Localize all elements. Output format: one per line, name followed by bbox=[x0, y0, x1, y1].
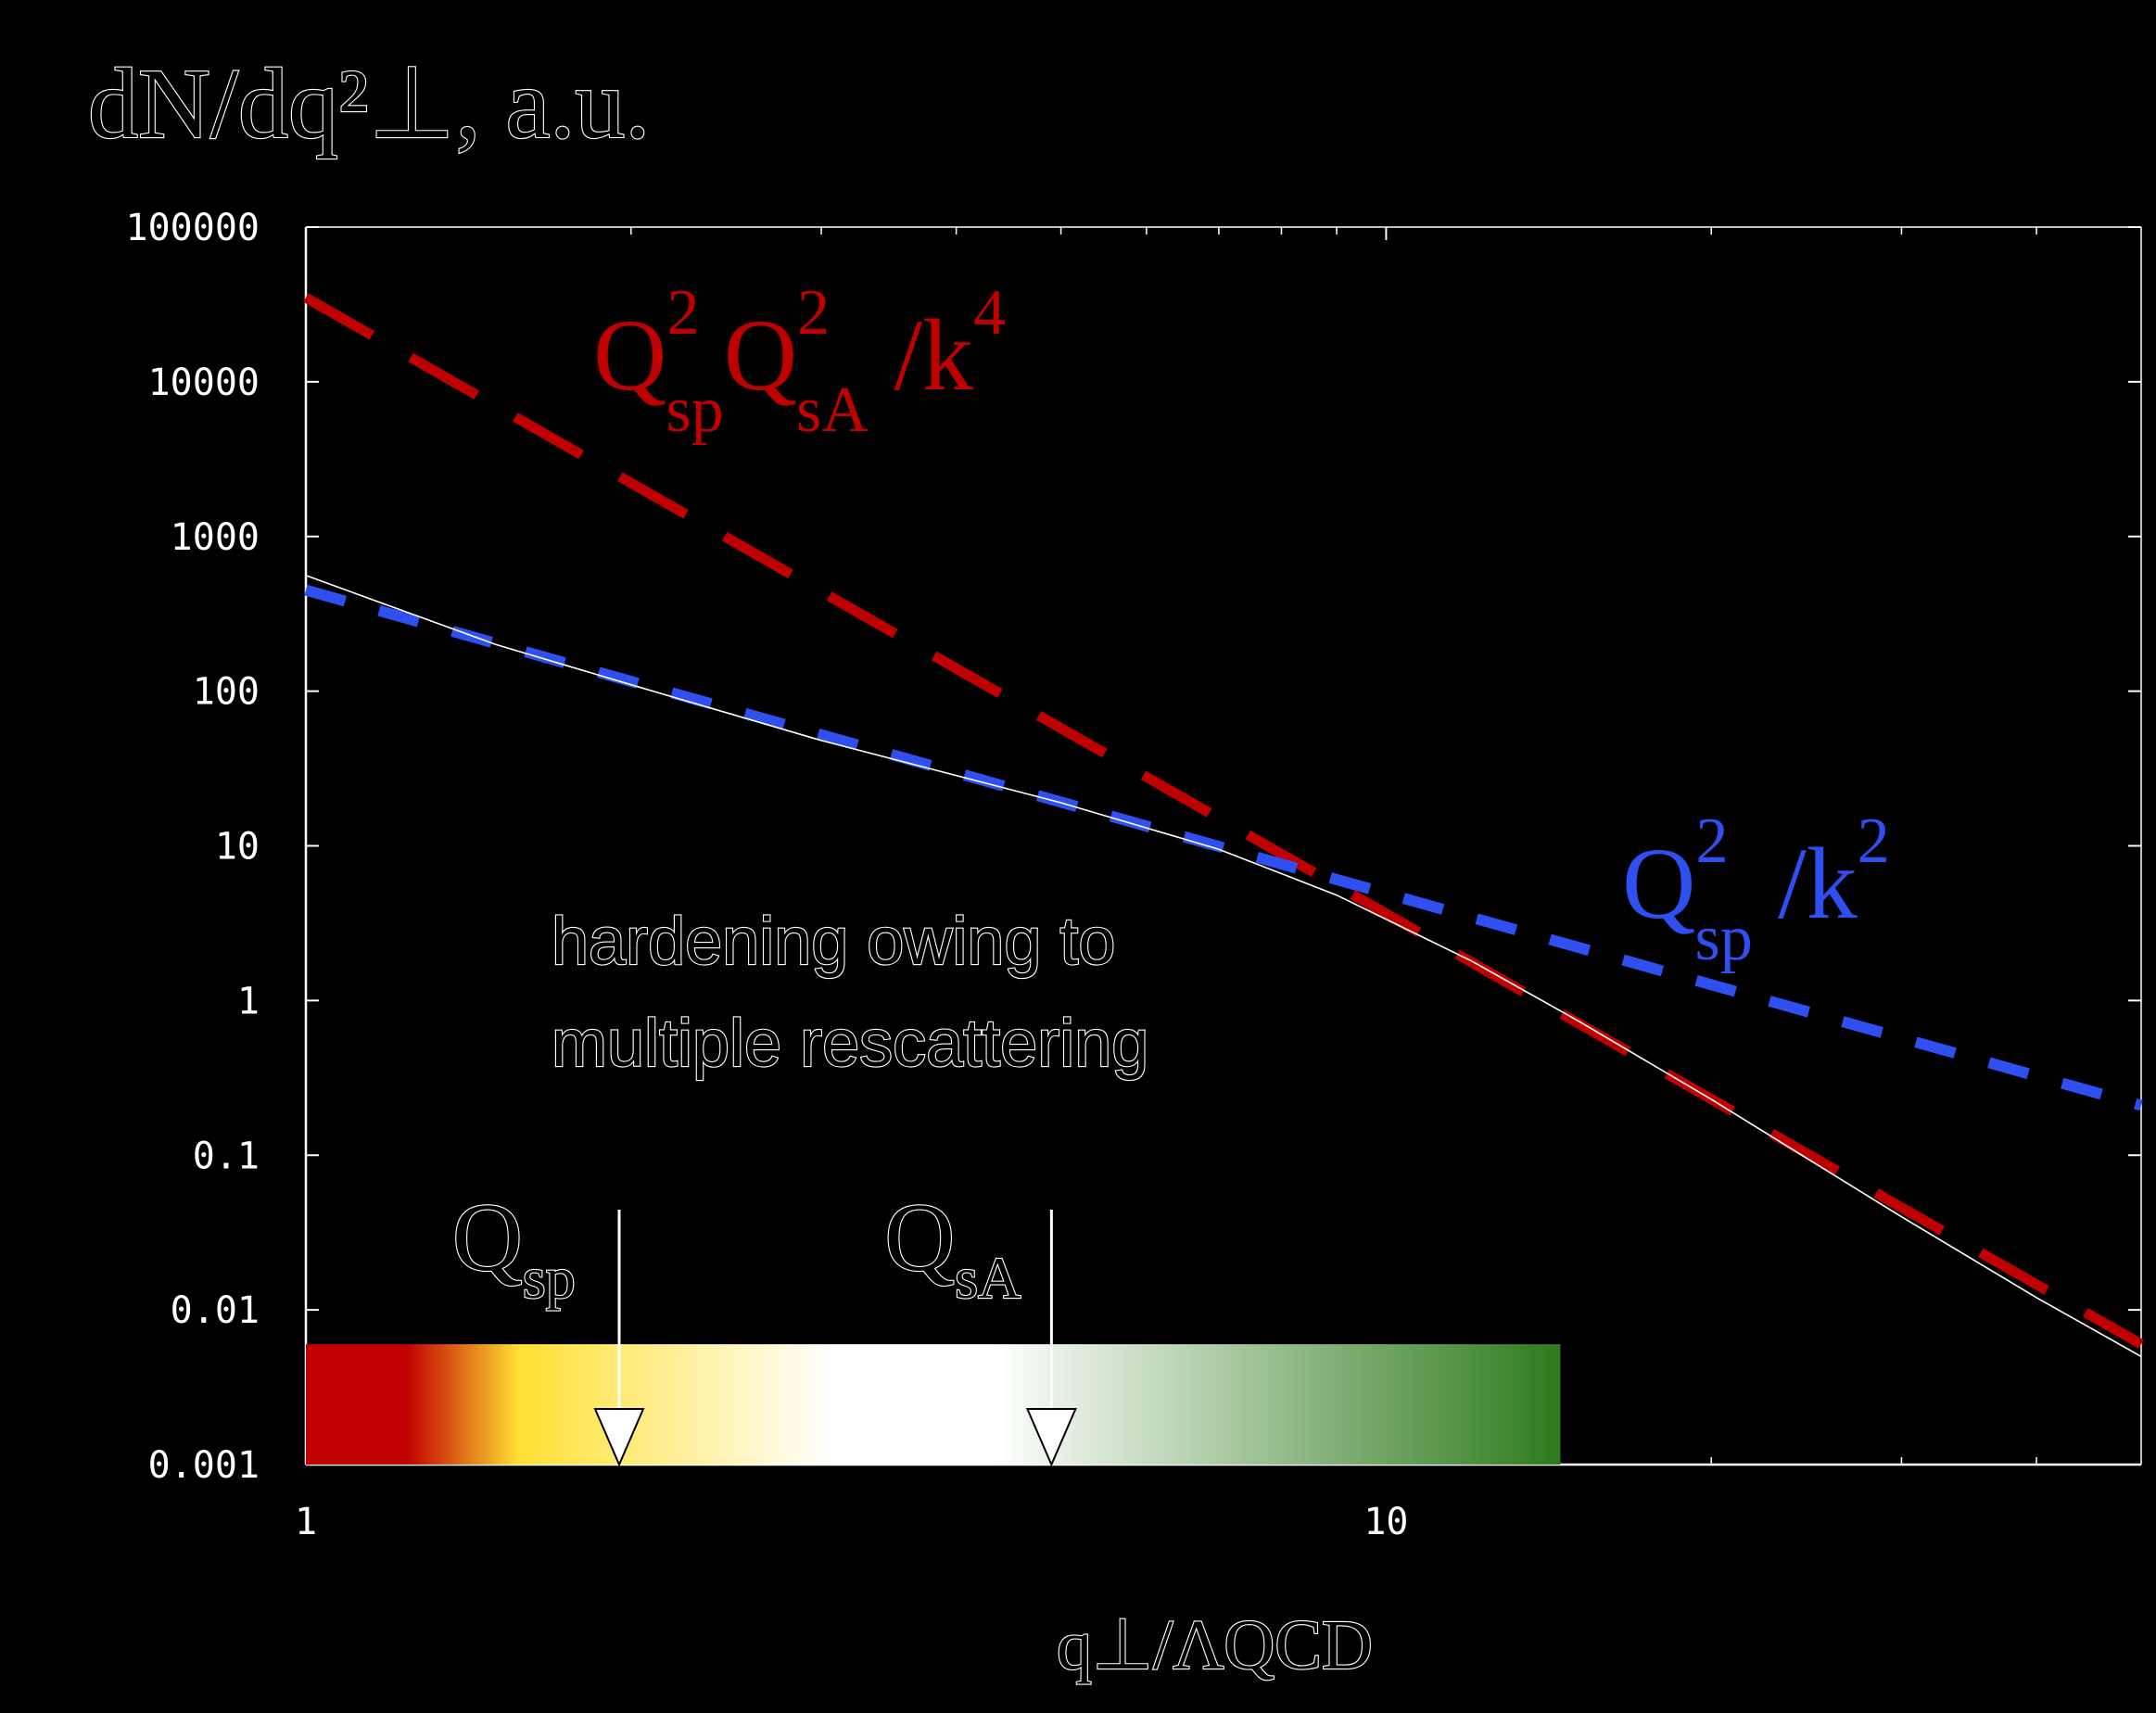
x-axis-title: q⊥/ΛQCD bbox=[1057, 1606, 1373, 1684]
y-tick-label: 0.01 bbox=[171, 1289, 260, 1332]
gradient-layer bbox=[306, 1344, 1561, 1465]
y-tick-label: 100 bbox=[193, 671, 260, 714]
y-tick-label: 10000 bbox=[148, 362, 260, 404]
axis-ticks: 100000 10000 1000 100 10 1 0.1 0.01 0.001 1 10 bbox=[126, 207, 2141, 1543]
y-tick-label: 10 bbox=[215, 826, 260, 869]
x-tick-label: 10 bbox=[1363, 1501, 1408, 1543]
annotation-hardening-line2: multiple rescattering bbox=[552, 1007, 1148, 1081]
scale-gradient-bar bbox=[306, 1344, 1561, 1465]
y-tick-label: 1 bbox=[237, 980, 260, 1022]
marker-arrow-head bbox=[1025, 1408, 1077, 1467]
annotation-hardening-line1: hardening owing to bbox=[552, 905, 1115, 979]
y-tick-label: 1000 bbox=[171, 516, 260, 559]
y-tick-label: 100000 bbox=[126, 207, 260, 249]
y-tick-label: 0.001 bbox=[148, 1444, 260, 1487]
series-layer bbox=[303, 293, 2144, 1358]
series-line-0 bbox=[303, 293, 2144, 1349]
y-axis-title: dN/dq²⊥, a.u. bbox=[88, 49, 650, 159]
marker-label-sp: Qsp bbox=[452, 1183, 576, 1311]
x-tick-label: 1 bbox=[295, 1501, 317, 1543]
series-line-2 bbox=[305, 575, 2142, 1358]
y-tick-label: 0.1 bbox=[193, 1135, 260, 1177]
marker-label-sA: QsA bbox=[884, 1183, 1021, 1311]
series-line-1 bbox=[304, 584, 2143, 1111]
marker-arrow-head bbox=[593, 1408, 645, 1467]
